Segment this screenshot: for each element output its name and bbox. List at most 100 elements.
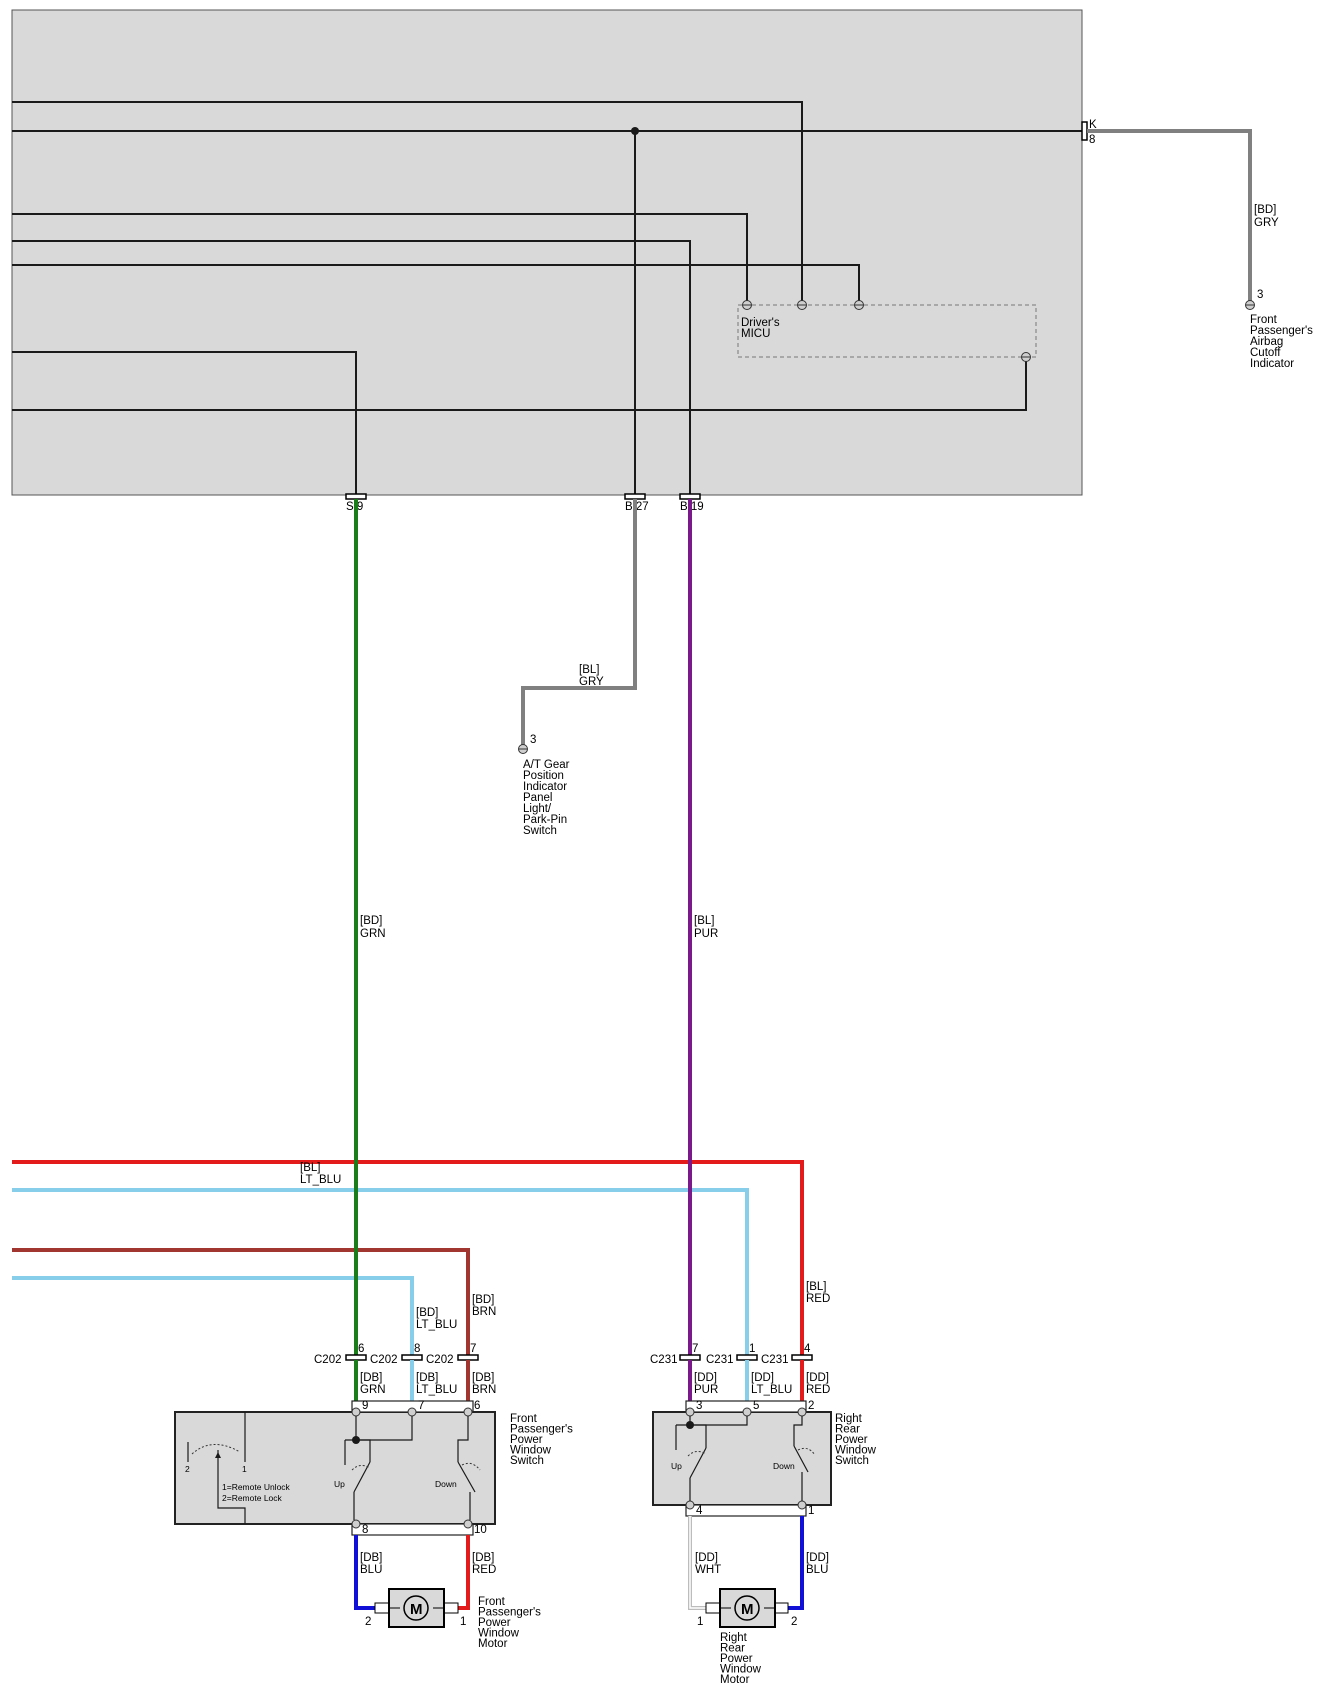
micu-internal-wiring bbox=[12, 101, 1082, 497]
gear-pin: 3 bbox=[530, 734, 536, 746]
c231-pin-a: 7 bbox=[692, 1343, 698, 1355]
front-sw-pin-10: 10 bbox=[474, 1524, 487, 1536]
front-blu-code: [DB] bbox=[360, 1552, 382, 1564]
remote-lock-note: 2=Remote Lock bbox=[222, 1493, 283, 1503]
wire-dd-blu bbox=[774, 1516, 804, 1610]
front-motor-symbol: M bbox=[410, 1601, 423, 1618]
rear-down-label: Down bbox=[773, 1461, 795, 1471]
dd-red-code: [DD] bbox=[806, 1372, 829, 1384]
micu-internal-box bbox=[737, 304, 1037, 358]
front-motor-name: Front Passenger's Power Window Motor bbox=[478, 1596, 544, 1650]
connector-b27 bbox=[624, 493, 646, 500]
connector-k-label: K bbox=[1089, 119, 1097, 131]
front-switch-terminals bbox=[351, 1407, 473, 1529]
rear-switch-bottom-bar bbox=[685, 1504, 807, 1517]
front-motor-pin-2: 2 bbox=[365, 1616, 371, 1628]
front-blu-color: BLU bbox=[360, 1564, 382, 1576]
rear-sw-pin-4: 4 bbox=[696, 1505, 703, 1517]
c202-connectors bbox=[345, 1354, 479, 1361]
front-red-code: [DB] bbox=[472, 1552, 494, 1564]
rear-wht-color: WHT bbox=[695, 1564, 721, 1576]
c231-connectors bbox=[679, 1354, 813, 1361]
front-red-color: RED bbox=[472, 1564, 496, 1576]
front-ltblu-code: [BD] bbox=[416, 1307, 438, 1319]
c231-pin-c: 4 bbox=[804, 1343, 811, 1355]
rear-red-color: RED bbox=[806, 1293, 830, 1305]
dd-red-color: RED bbox=[806, 1384, 830, 1396]
rear-sw-pin-2: 2 bbox=[808, 1400, 814, 1412]
wire-gry-gear bbox=[521, 499, 637, 746]
c231-c: C231 bbox=[761, 1354, 789, 1366]
c202-pin-c: 7 bbox=[470, 1343, 476, 1355]
db-grn-code: [DB] bbox=[360, 1372, 382, 1384]
green-wire-color: GRN bbox=[360, 928, 386, 940]
remote-pin-2: 2 bbox=[185, 1464, 190, 1474]
rear-blu-color: BLU bbox=[806, 1564, 828, 1576]
airbag-wire-color: GRY bbox=[1254, 217, 1279, 229]
purple-wire-color: PUR bbox=[694, 928, 718, 940]
db-brn-code: [DB] bbox=[472, 1372, 494, 1384]
front-down-label: Down bbox=[435, 1479, 457, 1489]
wire-red-main bbox=[12, 1160, 804, 1355]
front-sw-pin-9: 9 bbox=[362, 1400, 368, 1412]
rear-motor-pin-1: 1 bbox=[697, 1616, 703, 1628]
rear-switch-name: Right Rear Power Window Switch bbox=[835, 1413, 879, 1467]
gear-component-label: A/T Gear Position Indicator Panel Light/… bbox=[523, 759, 573, 837]
front-motor-pin-1: 1 bbox=[460, 1616, 466, 1628]
db-grn-color: GRN bbox=[360, 1384, 386, 1396]
front-sw-pin-8: 8 bbox=[362, 1524, 368, 1536]
remote-pin-1: 1 bbox=[242, 1464, 247, 1474]
airbag-terminal bbox=[1245, 300, 1255, 310]
c202-pin-b: 8 bbox=[414, 1343, 420, 1355]
rear-up-label: Up bbox=[671, 1461, 682, 1471]
front-sw-pin-7: 7 bbox=[418, 1400, 424, 1412]
c202-b: C202 bbox=[370, 1354, 398, 1366]
rear-blu-code: [DD] bbox=[806, 1552, 829, 1564]
gear-terminal bbox=[518, 744, 528, 754]
airbag-component-label: Front Passenger's Airbag Cutoff Indicato… bbox=[1250, 314, 1316, 370]
rear-sw-pin-5: 5 bbox=[753, 1400, 759, 1412]
c202-pin-a: 6 bbox=[358, 1343, 364, 1355]
main-ltblu-code: [BL] bbox=[300, 1162, 320, 1174]
rear-sw-pin-1: 1 bbox=[808, 1505, 814, 1517]
dd-pur-code: [DD] bbox=[694, 1372, 717, 1384]
gear-wire-code: [BL] bbox=[579, 664, 599, 676]
main-ltblu-color: LT_BLU bbox=[300, 1174, 341, 1186]
c231-pin-b: 1 bbox=[749, 1343, 755, 1355]
front-motor bbox=[374, 1588, 459, 1628]
rear-motor-symbol: M bbox=[741, 1601, 754, 1618]
front-switch-internals bbox=[187, 1412, 481, 1524]
rear-sw-pin-3: 3 bbox=[696, 1400, 702, 1412]
dd-pur-color: PUR bbox=[694, 1384, 718, 1396]
rear-switch-internals bbox=[675, 1416, 816, 1501]
rear-switch-body bbox=[652, 1411, 832, 1506]
connector-s9 bbox=[345, 493, 367, 500]
front-switch-name: Front Passenger's Power Window Switch bbox=[510, 1413, 576, 1467]
front-up-label: Up bbox=[334, 1479, 345, 1489]
green-wire-code: [BD] bbox=[360, 915, 382, 927]
wire-ltblu-front bbox=[12, 1276, 414, 1355]
db-ltblu-code: [DB] bbox=[416, 1372, 438, 1384]
connector-k8 bbox=[1081, 121, 1088, 141]
c202-c: C202 bbox=[426, 1354, 454, 1366]
wire-gry-airbag bbox=[1087, 129, 1252, 303]
c202-a: C202 bbox=[314, 1354, 342, 1366]
connector-k-pin: 8 bbox=[1089, 134, 1095, 146]
remote-unlock-note: 1=Remote Unlock bbox=[222, 1482, 291, 1492]
c231-a: C231 bbox=[650, 1354, 678, 1366]
airbag-wire-code: [BD] bbox=[1254, 204, 1276, 216]
front-ltblu-color: LT_BLU bbox=[416, 1319, 457, 1331]
front-brn-code: [BD] bbox=[472, 1294, 494, 1306]
micu-label-line1: Driver's bbox=[741, 317, 780, 329]
front-sw-pin-6: 6 bbox=[474, 1400, 480, 1412]
front-brn-color: BRN bbox=[472, 1306, 496, 1318]
rear-motor bbox=[705, 1588, 789, 1628]
wire-ltblu-main bbox=[12, 1188, 749, 1355]
connector-b19 bbox=[679, 493, 701, 500]
front-switch-bottom-bar bbox=[351, 1523, 474, 1536]
micu-label-line2: MICU bbox=[741, 328, 770, 340]
micu-module-box bbox=[11, 9, 1083, 496]
micu-terminals bbox=[742, 300, 1031, 362]
db-ltblu-color: LT_BLU bbox=[416, 1384, 457, 1396]
